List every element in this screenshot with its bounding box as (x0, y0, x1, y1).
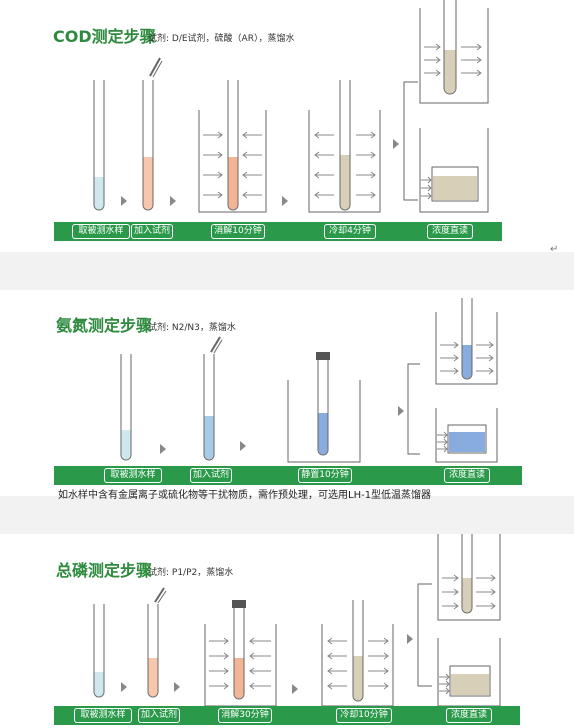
phosphorus-step-label: 取被测水样 (74, 708, 132, 723)
cod-step-label: 消解10分钟 (211, 224, 265, 239)
cod-reagent: 试剂: D/E试剂，硫酸（AR），蒸馏水 (148, 34, 295, 44)
triangle-arrow-icon (174, 682, 180, 692)
test-tube-icon (461, 298, 473, 380)
phosphorus-title: 总磷测定步骤 (56, 561, 153, 580)
test-tube-icon (232, 600, 246, 700)
phosphorus-step-label: 浓度直读 (446, 708, 492, 723)
dropper-icon (149, 57, 163, 78)
cod-step-label: 浓度直读 (427, 224, 473, 239)
beaker-icon (437, 534, 501, 621)
triangle-arrow-icon (292, 684, 298, 694)
triangle-arrow-icon (398, 406, 404, 416)
arrow-right-icon (209, 637, 229, 690)
arrow-right-icon (203, 131, 223, 199)
ammonia-step-label: 取被测水样 (104, 468, 162, 483)
ammonia-step-label: 浓度直读 (444, 468, 490, 483)
cod-panel: COD测定步骤 试剂: D/E试剂，硫酸（AR），蒸馏水 取被测水样 加入试剂 … (0, 0, 574, 252)
triangle-arrow-icon (160, 444, 166, 454)
ammonia-step-label: 加入试剂 (190, 468, 232, 483)
arrow-right-icon (368, 637, 389, 690)
ammonia-title: 氨氮测定步骤 (56, 316, 153, 335)
test-tube-icon (352, 600, 364, 702)
beaker-icon (435, 408, 498, 463)
arrow-right-icon (356, 131, 376, 199)
test-tube-icon (142, 80, 154, 211)
cod-title: COD测定步骤 (53, 27, 156, 46)
cod-step-label: 冷却4分钟 (324, 224, 376, 239)
ammonia-reagent: 试剂: N2/N3，蒸馏水 (148, 323, 236, 333)
beaker-icon (198, 110, 267, 213)
arrow-right-icon (440, 341, 494, 375)
beaker-icon (419, 8, 489, 104)
dropper-icon (210, 336, 223, 354)
ammonia-panel: 氨氮测定步骤 试剂: N2/N3，蒸馏水 取被测水样 加入试剂 静置10分钟 浓… (0, 290, 574, 496)
test-tube-icon (203, 354, 215, 461)
bracket-icon (417, 583, 432, 687)
ammonia-step-label: 静置10分钟 (298, 468, 352, 483)
arrow-right-icon (424, 43, 482, 77)
phosphorus-diagram (93, 534, 501, 707)
test-tube-icon (339, 80, 351, 211)
test-tube-icon (147, 604, 159, 698)
test-tube-icon (316, 352, 330, 456)
arrow-right-icon (421, 176, 432, 200)
beaker-icon (308, 110, 381, 213)
phosphorus-panel: 总磷测定步骤 试剂: P1/P2，蒸馏水 取被测水样 加入试剂 消解30分钟 冷… (0, 534, 574, 728)
cod-step-label: 加入试剂 (131, 224, 173, 239)
cuvette-icon (431, 166, 479, 202)
triangle-arrow-icon (121, 682, 127, 692)
arrow-right-icon (437, 431, 448, 453)
phosphorus-steps-bar: 取被测水样 加入试剂 消解30分钟 冷却10分钟 浓度直读 (54, 706, 520, 725)
triangle-arrow-icon (170, 196, 176, 206)
test-tube-icon (93, 604, 105, 698)
triangle-arrow-icon (393, 139, 399, 149)
cuvette-icon (449, 665, 491, 697)
cod-step-label: 取被测水样 (72, 224, 130, 239)
arrow-left-icon (242, 131, 262, 199)
ammonia-diagram (120, 298, 498, 463)
arrow-right-icon (439, 673, 450, 695)
return-arrow-icon: ↵ (550, 244, 559, 255)
ammonia-pretreatment-note: 如水样中含有金属离子或硫化物等干扰物质，需作预处理，可选用LH-1型低温蒸馏器 (58, 490, 432, 501)
bracket-icon (403, 81, 418, 201)
phosphorus-step-label: 冷却10分钟 (336, 708, 392, 723)
arrow-left-icon (327, 637, 347, 690)
beaker-icon (287, 380, 361, 463)
phosphorus-reagent: 试剂: P1/P2，蒸馏水 (148, 568, 234, 578)
test-tube-icon (93, 80, 105, 211)
triangle-arrow-icon (282, 196, 288, 206)
test-tube-icon (120, 354, 132, 461)
phosphorus-step-label: 消解30分钟 (218, 708, 272, 723)
ammonia-steps-bar: 取被测水样 加入试剂 静置10分钟 浓度直读 (54, 466, 522, 485)
arrow-right-icon (442, 574, 496, 610)
dropper-icon (154, 587, 167, 604)
arrow-left-icon (314, 131, 334, 199)
cuvette-icon (447, 424, 487, 454)
bracket-icon (407, 363, 420, 455)
cod-diagram (93, 0, 489, 213)
beaker-icon (419, 128, 489, 213)
arrow-left-icon (249, 637, 271, 690)
test-tube-icon (461, 534, 473, 614)
phosphorus-step-label: 加入试剂 (138, 708, 180, 723)
triangle-arrow-icon (121, 196, 127, 206)
cod-steps-bar: 取被测水样 加入试剂 消解10分钟 冷却4分钟 浓度直读 (54, 222, 502, 241)
triangle-arrow-icon (407, 634, 413, 644)
test-tube-icon (227, 80, 239, 211)
beaker-icon (435, 312, 498, 385)
triangle-arrow-icon (240, 441, 246, 451)
test-tube-icon (443, 0, 457, 95)
